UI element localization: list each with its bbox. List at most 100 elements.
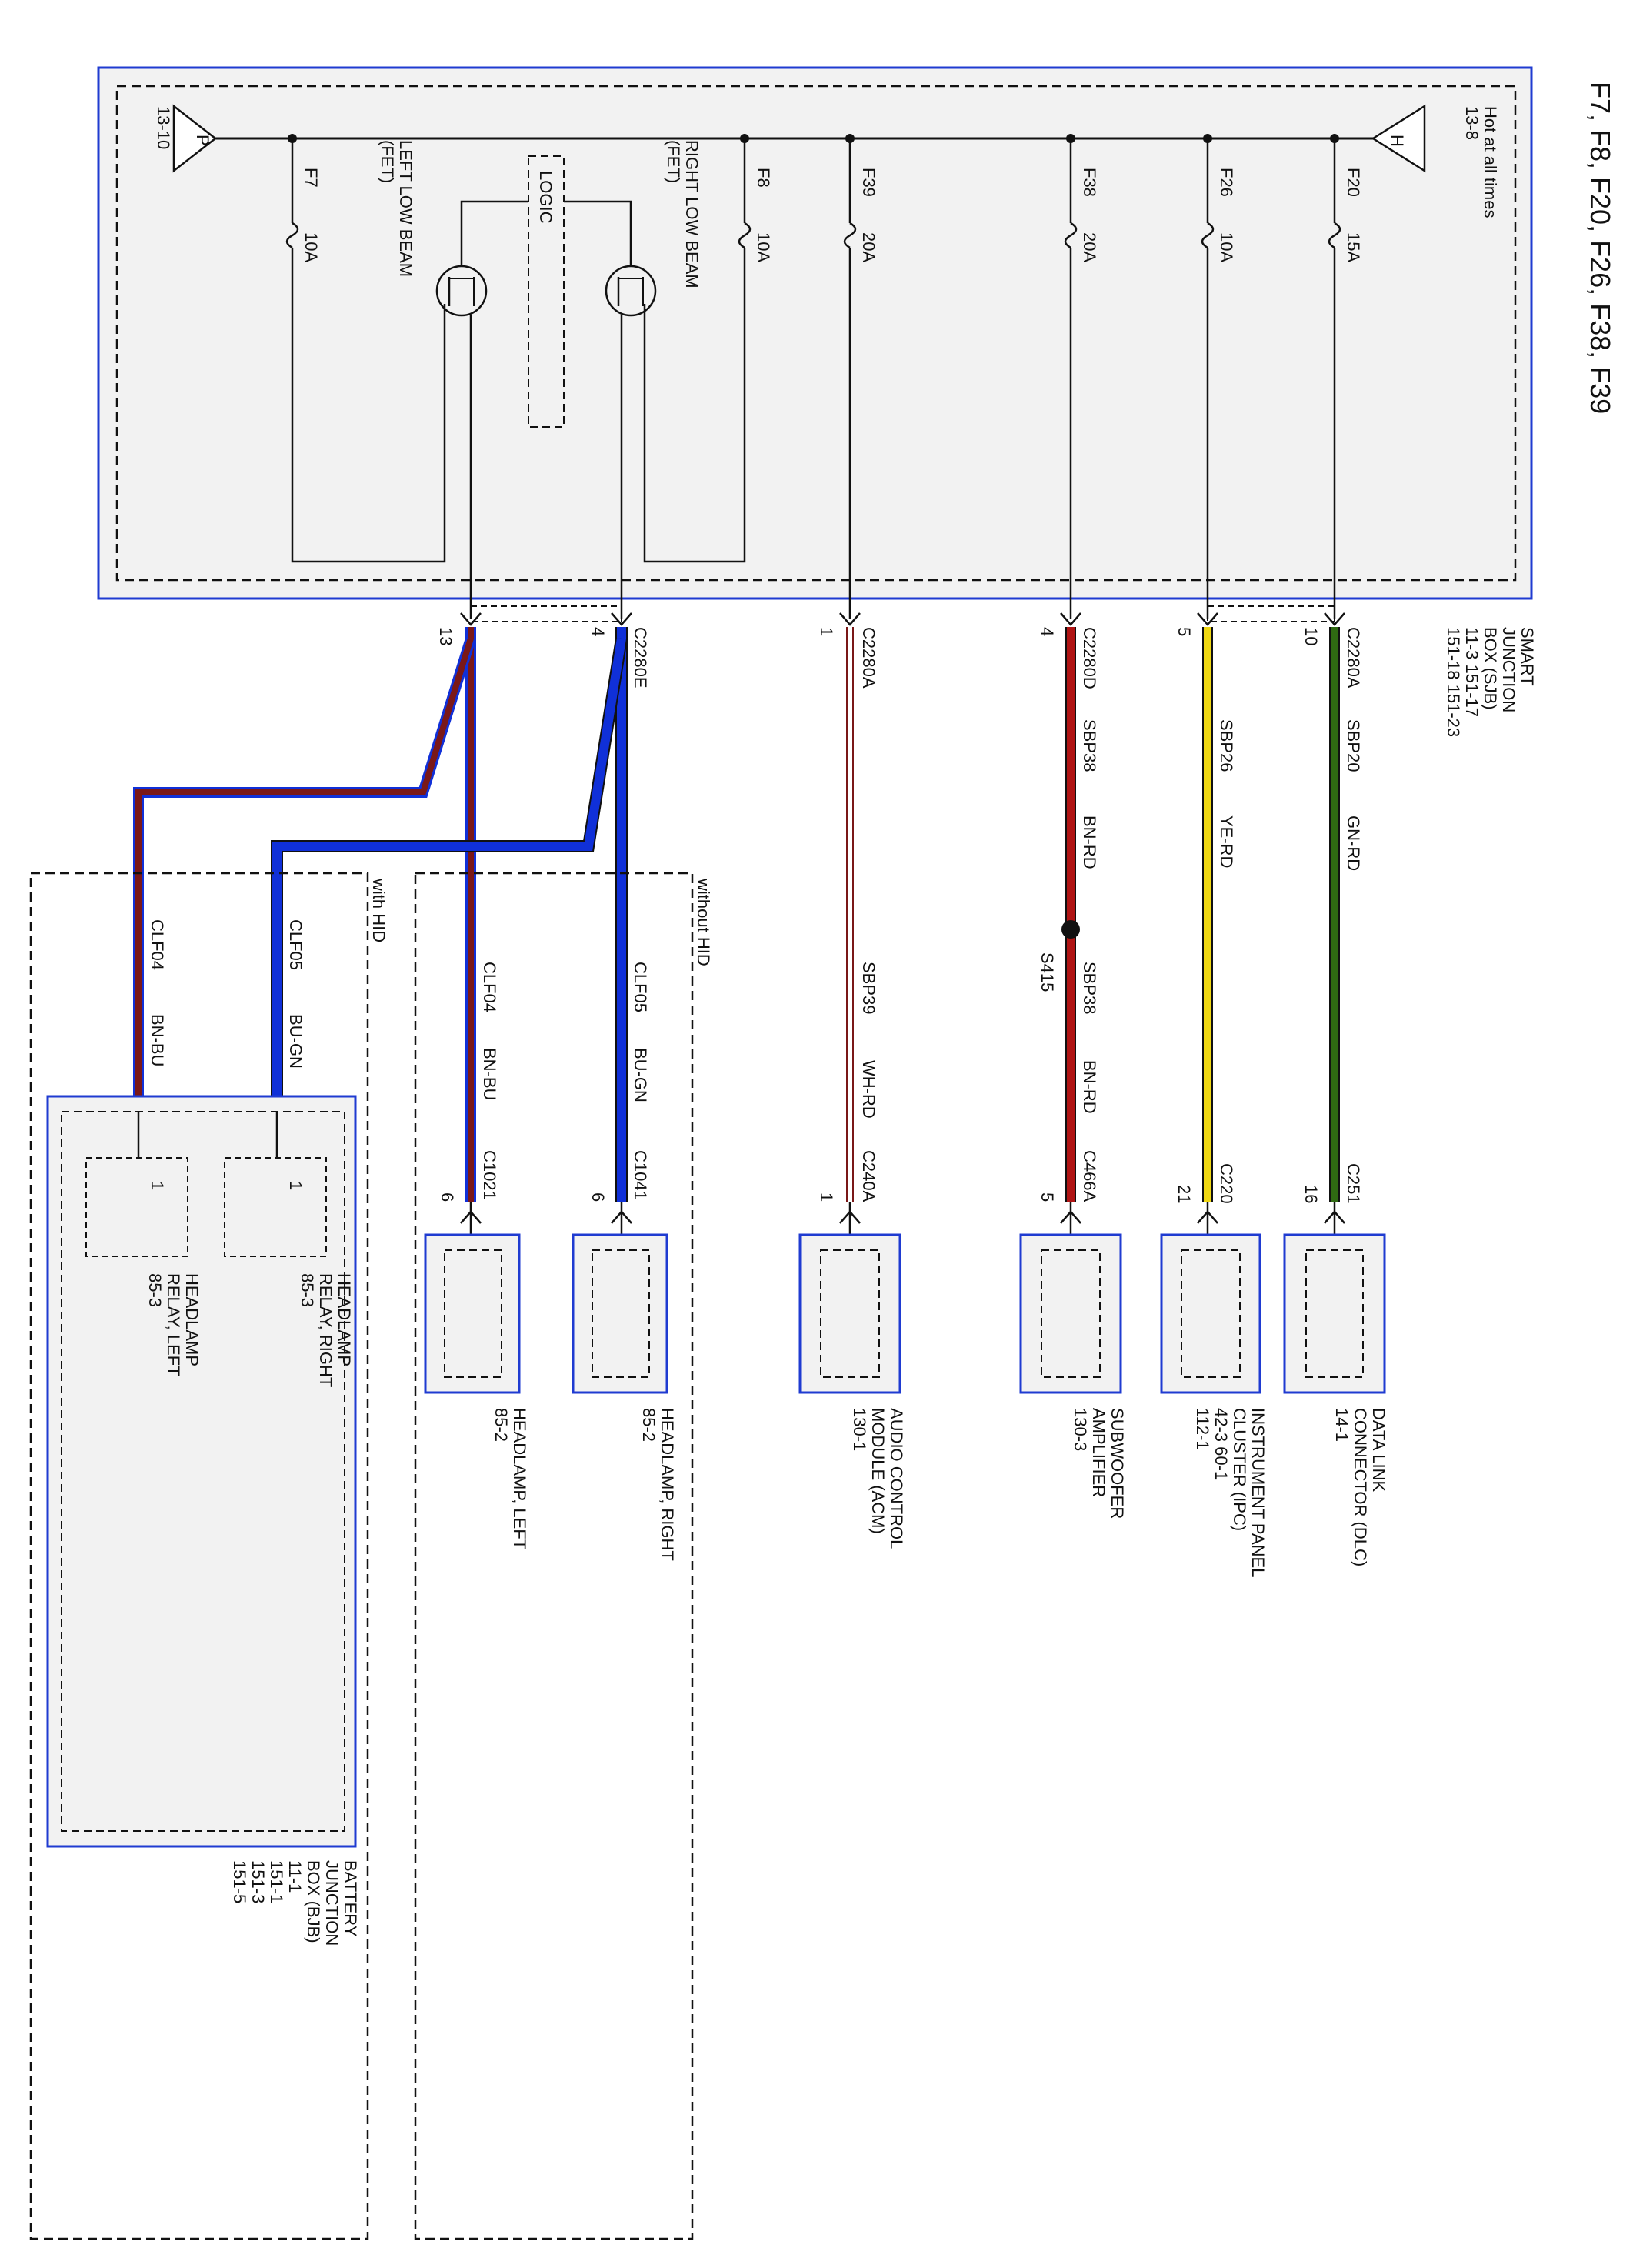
- svg-text:CONNECTOR (DLC): CONNECTOR (DLC): [1351, 1408, 1370, 1566]
- svg-text:130-3: 130-3: [1071, 1408, 1090, 1451]
- hot-feed-arrow: H: [1371, 104, 1426, 173]
- svg-text:without HID: without HID: [694, 878, 713, 966]
- svg-text:112-1: 112-1: [1193, 1408, 1212, 1450]
- svg-text:16: 16: [1301, 1185, 1321, 1203]
- svg-text:YE-RD: YE-RD: [1217, 815, 1236, 868]
- wire-label-sbp26: SBP26: [1217, 719, 1236, 772]
- svg-text:20A: 20A: [1080, 232, 1099, 262]
- svg-text:85-3: 85-3: [145, 1273, 165, 1307]
- bjb-box: [46, 1095, 357, 1848]
- c2280e-connector: C2280E: [631, 627, 650, 689]
- hot-label: Hot at all times: [1481, 106, 1500, 218]
- subwoofer-label: SUBWOOFER: [1108, 1408, 1127, 1519]
- svg-text:CLUSTER (IPC): CLUSTER (IPC): [1230, 1408, 1249, 1531]
- svg-text:P: P: [193, 135, 212, 146]
- headlamp-right-label: HEADLAMP, RIGHT: [658, 1408, 677, 1561]
- fuse-f20: F20 15A: [1328, 134, 1363, 619]
- svg-text:F39: F39: [859, 168, 878, 197]
- c2280e-connector-shell: [470, 605, 1335, 622]
- sjb-box: [97, 66, 1533, 600]
- headlamp-left-box: [424, 1233, 521, 1394]
- svg-text:20A: 20A: [859, 232, 878, 262]
- ipc-box: [1160, 1233, 1261, 1394]
- svg-text:(FET): (FET): [664, 140, 683, 183]
- dlc-label: DATA LINK: [1369, 1408, 1388, 1493]
- svg-text:H: H: [1388, 135, 1407, 147]
- headlamp-relay-right: 1: [224, 1112, 327, 1257]
- svg-text:F26: F26: [1217, 168, 1236, 197]
- headlamp-right-box: [572, 1233, 668, 1394]
- svg-text:RELAY, LEFT: RELAY, LEFT: [164, 1273, 183, 1376]
- svg-text:BN-BU: BN-BU: [480, 1048, 499, 1100]
- wire-label-clf05: CLF05: [631, 962, 650, 1012]
- acm-label: AUDIO CONTROL: [887, 1408, 906, 1549]
- fuse-f38: F38 20A: [1064, 134, 1099, 619]
- headlamp-right-connector-label: C1041: [631, 1150, 650, 1200]
- svg-text:BOX (BJB): BOX (BJB): [304, 1860, 323, 1943]
- svg-text:BU-GN: BU-GN: [631, 1048, 650, 1102]
- svg-text:1: 1: [817, 627, 836, 636]
- wire-bu-gn-hid: [271, 637, 628, 1112]
- svg-text:13: 13: [436, 627, 455, 645]
- svg-text:BN-RD: BN-RD: [1080, 815, 1099, 869]
- svg-text:14-1: 14-1: [1332, 1408, 1351, 1442]
- svg-text:5: 5: [1038, 1192, 1057, 1202]
- dlc-connector-label: C251: [1344, 1163, 1363, 1204]
- svg-text:21: 21: [1175, 1185, 1194, 1203]
- svg-text:6: 6: [588, 1192, 608, 1202]
- relay-right-label: HEADLAMP: [335, 1273, 354, 1366]
- sjb-name: SMART: [1518, 627, 1537, 686]
- svg-text:151-1: 151-1: [267, 1860, 286, 1903]
- svg-text:6: 6: [438, 1192, 457, 1202]
- wire-label-clf04: CLF04: [480, 962, 499, 1012]
- c2280a-acm-connector: C2280A: [859, 627, 878, 689]
- svg-text:AMPLIFIER: AMPLIFIER: [1089, 1408, 1108, 1497]
- svg-text:151-3: 151-3: [248, 1860, 268, 1903]
- svg-text:151-18 151-23: 151-18 151-23: [1444, 627, 1463, 737]
- svg-text:with HID: with HID: [369, 878, 388, 942]
- svg-text:10A: 10A: [302, 232, 321, 262]
- svg-text:42-3 60-1: 42-3 60-1: [1211, 1408, 1231, 1480]
- svg-text:1: 1: [148, 1181, 167, 1190]
- svg-text:BN-BU: BN-BU: [148, 1014, 167, 1066]
- ipc-label: INSTRUMENT PANEL: [1248, 1408, 1268, 1577]
- splice-s415: [1061, 920, 1080, 939]
- svg-text:WH-RD: WH-RD: [859, 1060, 878, 1119]
- fuse-f39: F39 20A: [843, 134, 878, 619]
- hot-ref: 13-8: [1462, 106, 1481, 140]
- svg-text:RELAY, RIGHT: RELAY, RIGHT: [316, 1273, 335, 1387]
- svg-text:4: 4: [588, 627, 608, 636]
- svg-text:BU-GN: BU-GN: [286, 1014, 305, 1069]
- svg-text:1: 1: [817, 1192, 836, 1202]
- headlamp-left-label: HEADLAMP, LEFT: [510, 1408, 529, 1549]
- fuse-f8: F8 10A: [643, 134, 773, 563]
- right-fet-label: RIGHT LOW BEAM: [682, 140, 702, 289]
- svg-text:BOX (SJB): BOX (SJB): [1481, 627, 1500, 710]
- wire-label-sbp20: SBP20: [1344, 719, 1363, 772]
- svg-text:F38: F38: [1080, 168, 1099, 197]
- svg-text:GN-RD: GN-RD: [1344, 815, 1363, 871]
- headlamp-relay-left: 1: [85, 1112, 188, 1257]
- svg-text:F7: F7: [302, 168, 321, 188]
- dlc-box: [1283, 1233, 1386, 1394]
- left-fet-label: LEFT LOW BEAM: [396, 140, 415, 277]
- p-feed-arrow: P: [172, 104, 218, 173]
- svg-text:85-3: 85-3: [298, 1273, 317, 1307]
- with-hid-frame: with HID: [29, 872, 388, 2240]
- svg-text:SBP38: SBP38: [1080, 962, 1099, 1015]
- svg-text:10A: 10A: [754, 232, 773, 262]
- subwoofer-box: [1019, 1233, 1122, 1394]
- right-low-beam-fet: [564, 200, 657, 619]
- wire-label-sbp39: SBP39: [859, 962, 878, 1015]
- svg-text:4: 4: [1038, 627, 1057, 636]
- wire-bn-bu-hid: [133, 636, 476, 1112]
- p-ref: 13-10: [154, 106, 173, 149]
- left-low-beam-fet: [435, 200, 528, 619]
- svg-text:11-3 151-17: 11-3 151-17: [1462, 627, 1481, 717]
- acm-connector-label: C240A: [859, 1150, 878, 1202]
- wire-bn-rd: [1061, 627, 1080, 1202]
- relay-left-label: HEADLAMP: [182, 1273, 202, 1366]
- svg-text:5: 5: [1175, 627, 1194, 636]
- svg-text:10: 10: [1301, 627, 1321, 645]
